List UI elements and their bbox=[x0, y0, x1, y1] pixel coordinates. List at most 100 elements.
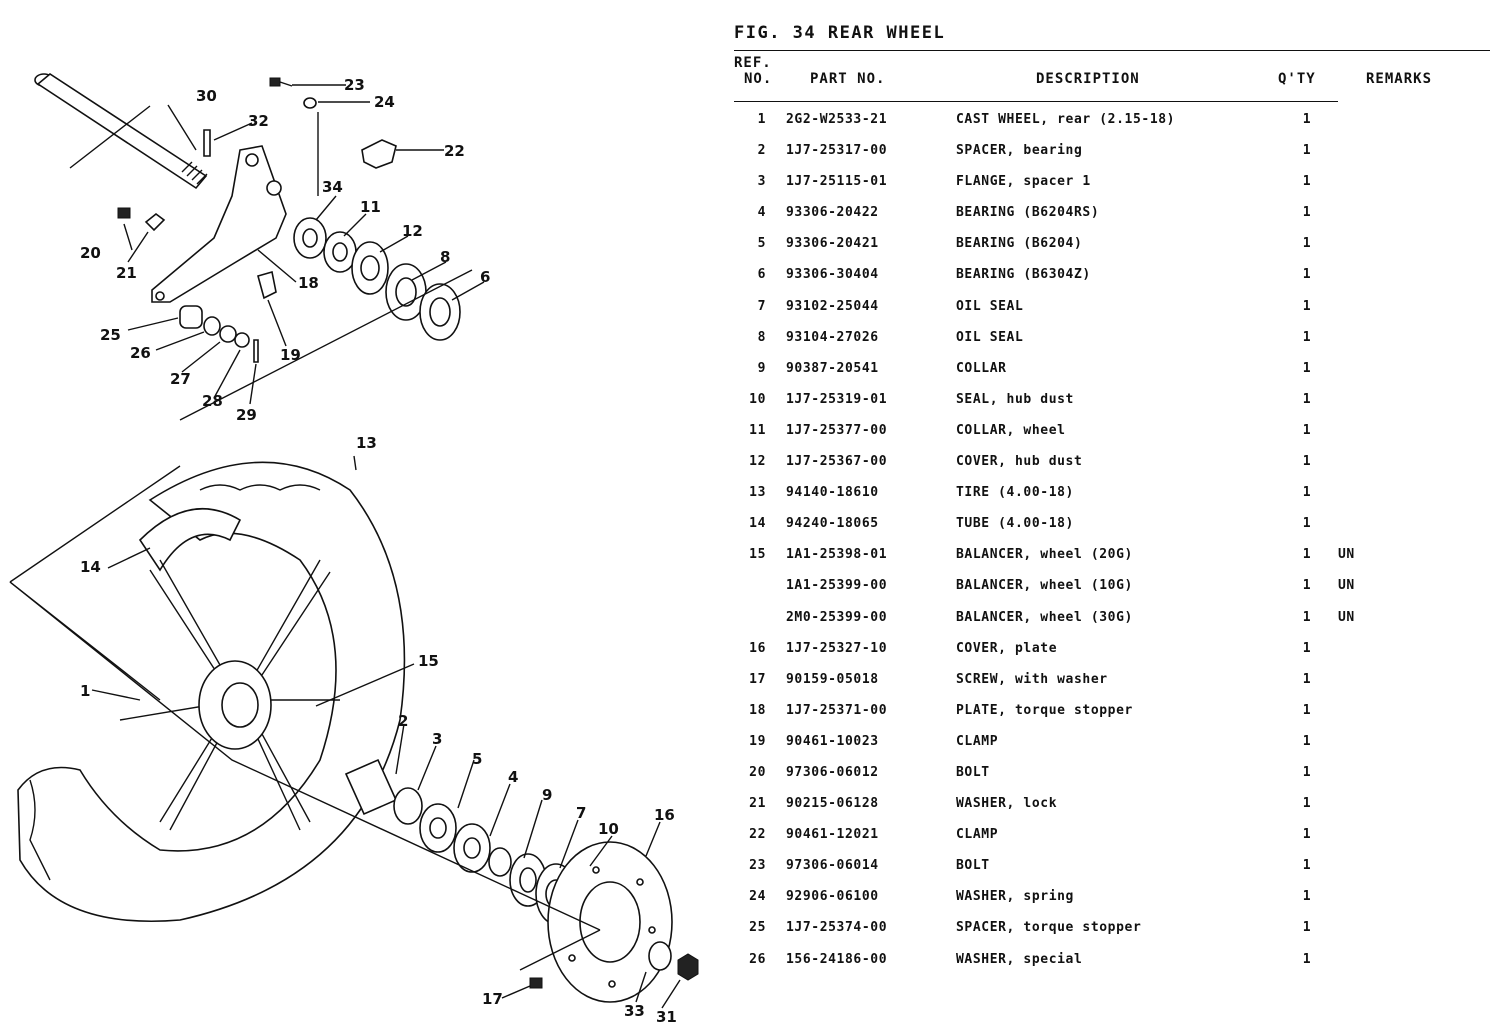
quantity: 1 bbox=[1302, 578, 1312, 594]
description: WASHER, spring bbox=[956, 889, 1074, 905]
description: COVER, hub dust bbox=[956, 454, 1083, 470]
callout-14: 14 bbox=[80, 558, 101, 576]
header-remarks: REMARKS bbox=[1366, 71, 1433, 87]
part-number: 1J7-25327-10 bbox=[786, 640, 888, 656]
callout-19: 19 bbox=[280, 346, 301, 364]
callout-33: 33 bbox=[624, 1002, 645, 1020]
title-divider bbox=[734, 50, 1490, 51]
ref-number: 8 bbox=[757, 329, 766, 345]
quantity: 1 bbox=[1302, 858, 1312, 874]
table-row: 24 92906-06100 WASHER, spring 1 bbox=[734, 883, 1484, 914]
figure-title: FIG. 34 REAR WHEEL bbox=[734, 23, 946, 43]
remarks: UN bbox=[1338, 547, 1355, 563]
washer-24 bbox=[303, 97, 317, 109]
header-part-no: PART NO. bbox=[810, 71, 886, 87]
clamp-22 bbox=[361, 139, 397, 169]
callout-16: 16 bbox=[654, 806, 675, 824]
washer-33 bbox=[648, 941, 672, 971]
part-number: 94140-18610 bbox=[786, 485, 879, 501]
quantity: 1 bbox=[1302, 733, 1312, 749]
callout-28: 28 bbox=[202, 392, 223, 410]
ref-number: 24 bbox=[749, 889, 766, 905]
ref-number: 4 bbox=[757, 205, 766, 221]
cotter-pin-32 bbox=[203, 129, 211, 157]
quantity: 1 bbox=[1302, 112, 1312, 127]
part-number: 1J7-25367-00 bbox=[786, 454, 888, 470]
ref-number: 5 bbox=[757, 236, 766, 252]
description: COVER, plate bbox=[956, 640, 1058, 656]
callout-31: 31 bbox=[656, 1008, 677, 1026]
parts-list: 1 2G2-W2533-21 CAST WHEEL, rear (2.15-18) 1… bbox=[734, 106, 1484, 977]
description: CLAMP bbox=[956, 827, 999, 843]
part-number: 156-24186-00 bbox=[786, 951, 888, 967]
quantity: 1 bbox=[1302, 889, 1312, 905]
ref-number: 13 bbox=[749, 485, 766, 501]
description: COLLAR, wheel bbox=[956, 422, 1066, 438]
description: OIL SEAL bbox=[956, 298, 1024, 314]
callout-29: 29 bbox=[236, 406, 257, 424]
clamp-19 bbox=[257, 270, 277, 300]
description: CAST WHEEL, rear (2.15-18) bbox=[956, 112, 1176, 127]
quantity: 1 bbox=[1302, 516, 1312, 532]
description: CLAMP bbox=[956, 733, 999, 749]
ref-number: 22 bbox=[749, 827, 766, 843]
part-number: 1J7-25377-00 bbox=[786, 422, 888, 438]
part-number: 97306-06012 bbox=[786, 764, 879, 780]
exploded-view-diagram: 30 32 23 24 22 34 11 12 8 6 18 19 20 21 … bbox=[0, 0, 720, 1030]
callout-5: 5 bbox=[472, 750, 482, 768]
quantity: 1 bbox=[1302, 267, 1312, 283]
parts-catalog: FIG. 34 REAR WHEEL REF. NO. PART NO. DES… bbox=[734, 18, 1490, 977]
hub-bearing-stack bbox=[293, 217, 461, 341]
quantity: 1 bbox=[1302, 329, 1312, 345]
callout-12: 12 bbox=[402, 222, 423, 240]
axle-shaft bbox=[34, 73, 208, 190]
ref-number: 14 bbox=[749, 516, 766, 532]
part-number: 90387-20541 bbox=[786, 360, 879, 376]
quantity: 1 bbox=[1302, 702, 1312, 718]
part-number: 93306-20422 bbox=[786, 205, 879, 221]
quantity: 1 bbox=[1302, 547, 1312, 563]
hub-inner-stack bbox=[344, 758, 577, 925]
callout-3: 3 bbox=[432, 730, 442, 748]
header-ref-line1: REF. bbox=[734, 55, 772, 71]
ref-number: 9 bbox=[757, 360, 766, 376]
callout-20: 20 bbox=[80, 244, 101, 262]
callout-18: 18 bbox=[298, 274, 319, 292]
header-ref-line2: NO. bbox=[744, 71, 773, 87]
callout-2: 2 bbox=[398, 712, 408, 730]
ref-number: 19 bbox=[749, 733, 766, 749]
screw-17 bbox=[529, 977, 543, 989]
quantity: 1 bbox=[1302, 143, 1312, 159]
description: BOLT bbox=[956, 764, 990, 780]
part-number: 92906-06100 bbox=[786, 889, 879, 905]
part-number: 1J7-25374-00 bbox=[786, 920, 888, 936]
description: WASHER, lock bbox=[956, 796, 1058, 812]
part-number: 1J7-25115-01 bbox=[786, 174, 888, 190]
washer-27 bbox=[219, 325, 237, 343]
ref-number: 17 bbox=[749, 671, 766, 687]
quantity: 1 bbox=[1302, 454, 1312, 470]
quantity: 1 bbox=[1302, 609, 1312, 625]
part-number: 2G2-W2533-21 bbox=[786, 112, 888, 127]
quantity: 1 bbox=[1302, 485, 1312, 501]
callout-17: 17 bbox=[482, 990, 503, 1008]
quantity: 1 bbox=[1302, 640, 1312, 656]
description: OIL SEAL bbox=[956, 329, 1024, 345]
washer-26 bbox=[203, 316, 221, 336]
part-number: 90461-12021 bbox=[786, 827, 879, 843]
